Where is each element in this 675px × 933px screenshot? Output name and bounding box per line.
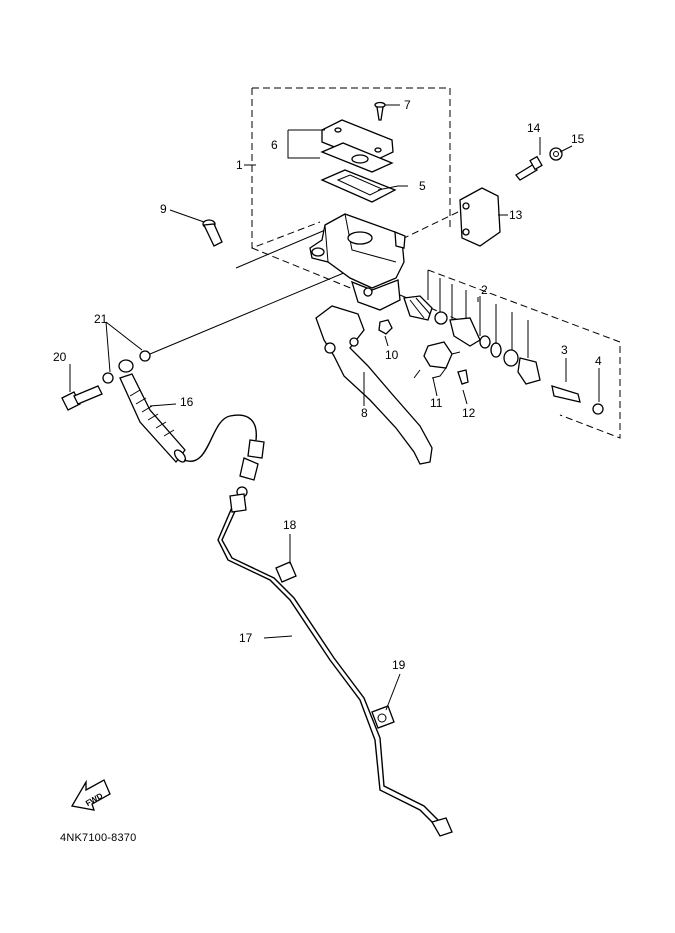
callout-4: 4 (595, 354, 602, 368)
callout-8: 8 (361, 406, 368, 420)
leader-lines (69, 104, 600, 711)
callout-20: 20 (53, 350, 67, 364)
screw-7 (374, 101, 386, 121)
holder-bracket-13 (459, 187, 501, 247)
callout-14: 14 (527, 121, 541, 135)
master-cylinder-body (309, 213, 406, 311)
drawing-code: 4NK7100-8370 (60, 832, 137, 844)
clutch-lever-8 (315, 305, 433, 465)
callout-7: 7 (404, 98, 411, 112)
callout-13: 13 (509, 208, 523, 222)
centerline-banjo (149, 227, 371, 355)
callout-10: 10 (385, 348, 399, 362)
assembly-outline-piston-kit (427, 269, 621, 439)
callout-15: 15 (571, 132, 585, 146)
gasket-5 (320, 169, 397, 203)
clutch-pipe-17 (217, 493, 453, 837)
clutch-hose-16 (119, 373, 265, 498)
clamp-18 (275, 561, 297, 583)
callout-18: 18 (283, 518, 297, 532)
callout-11: 11 (430, 396, 443, 410)
clamp-19 (371, 705, 395, 729)
screw-12 (457, 369, 469, 385)
callout-16: 16 (180, 395, 194, 409)
nut-10 (378, 319, 393, 335)
nut-15 (549, 147, 563, 161)
bolt-9 (202, 219, 223, 247)
cap-4 (592, 403, 604, 415)
callout-19: 19 (392, 658, 406, 672)
callout-2: 2 (481, 283, 488, 297)
callout-17: 17 (239, 631, 253, 645)
callout-21: 21 (94, 312, 108, 326)
callout-12: 12 (462, 406, 476, 420)
pushrod-3 (551, 385, 581, 403)
washers-21 (102, 350, 151, 384)
callout-6: 6 (271, 138, 278, 152)
reservoir-cap-6 (320, 119, 394, 173)
callout-5: 5 (419, 179, 426, 193)
bolt-14 (515, 155, 543, 181)
callout-9: 9 (160, 202, 167, 216)
banjo-bolt-20 (61, 385, 103, 411)
callout-3: 3 (561, 343, 568, 357)
fwd-arrow-icon: FWD (70, 779, 111, 811)
clutch-switch-11 (413, 341, 461, 379)
callout-1: 1 (236, 158, 243, 172)
piston-kit-2 (403, 270, 541, 385)
